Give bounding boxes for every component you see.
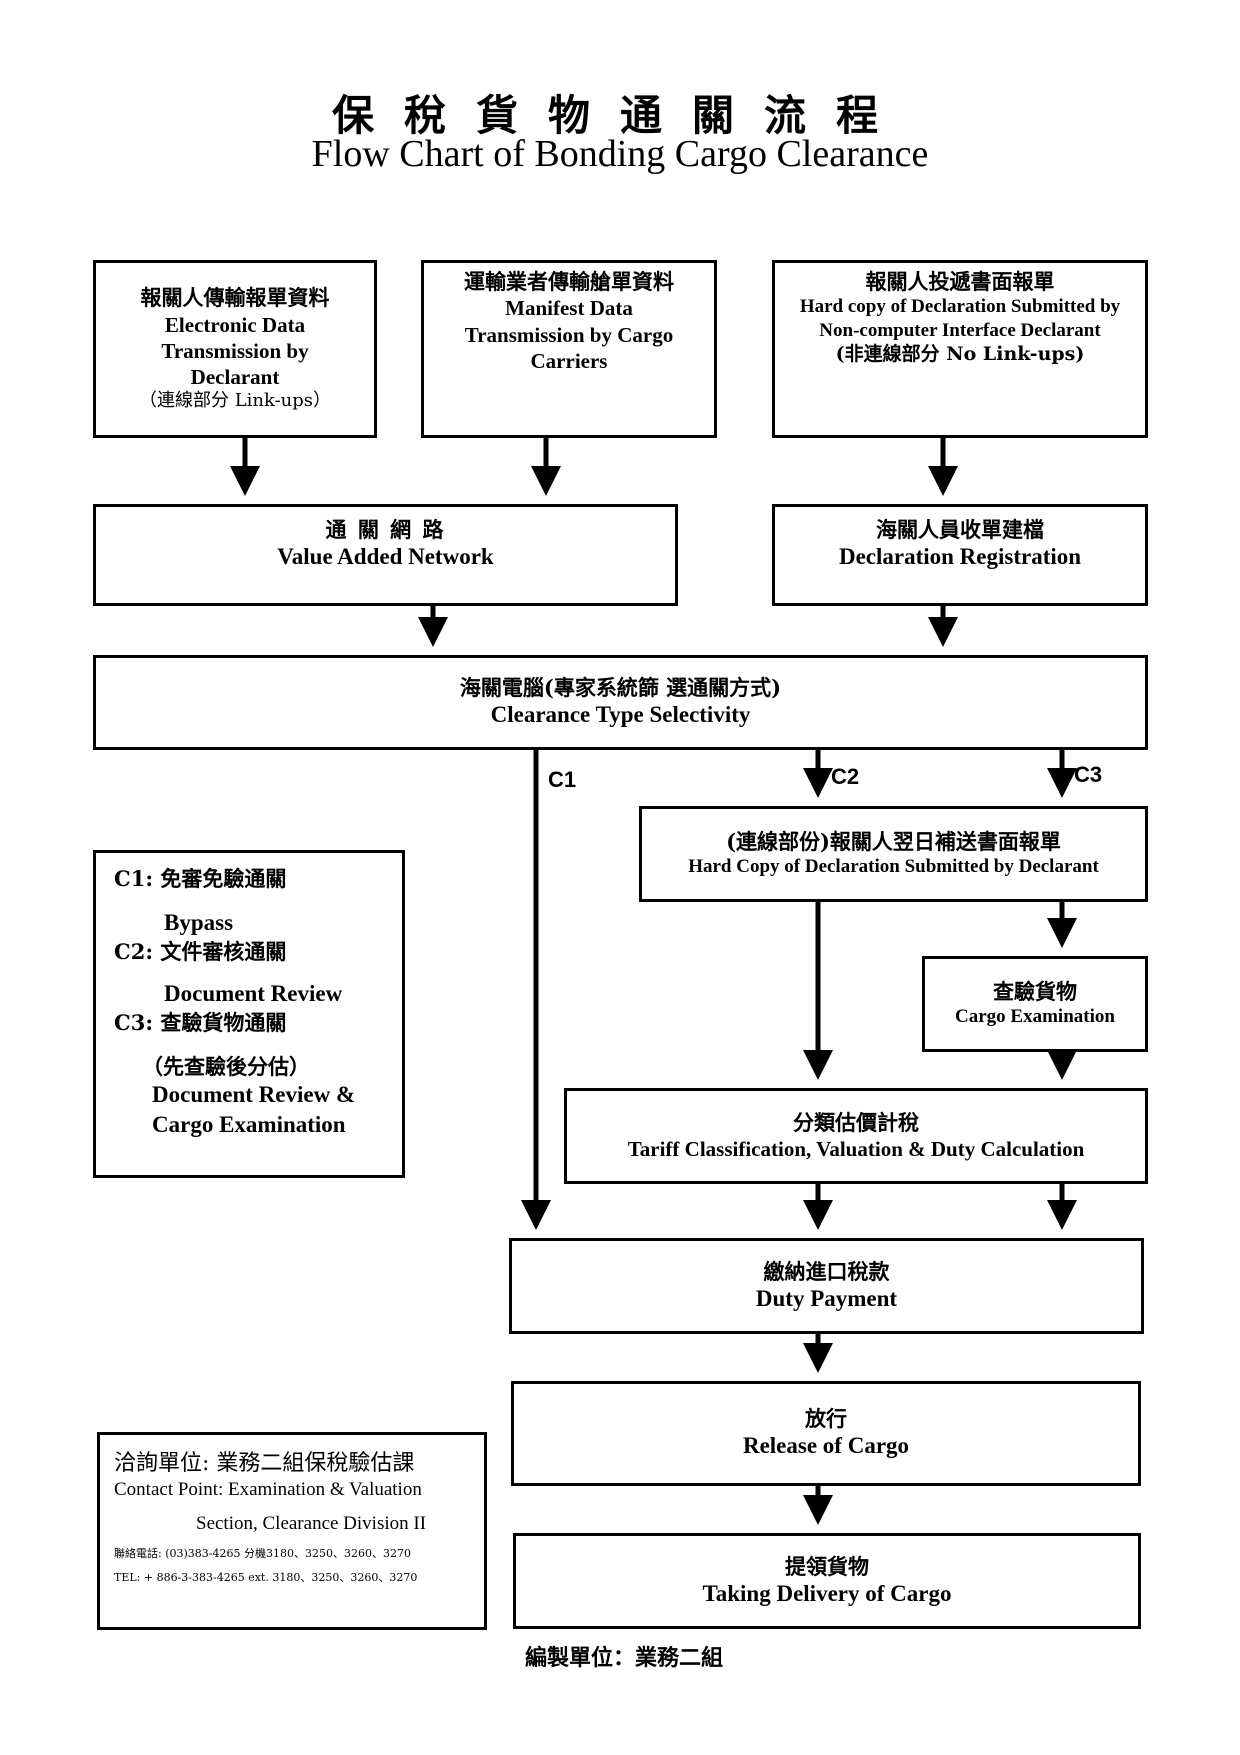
tariff-classification-box: 分類估價計稅 Tariff Classification, Valuation … bbox=[564, 1088, 1148, 1184]
contact-point-en-line1: Contact Point: Examination & Valuation bbox=[114, 1479, 422, 1500]
duty-payment-zh: 繳納進口稅款 bbox=[763, 1258, 890, 1284]
next-day-hardcopy-zh: (連線部份)報關人翌日補送書面報單 bbox=[726, 829, 1061, 854]
cargo-examination-en: Cargo Examination bbox=[955, 1006, 1115, 1028]
path-label-c3: C3 bbox=[1074, 762, 1103, 787]
electronic-transmission-en: Electronic Data Transmission by Declaran… bbox=[161, 312, 309, 390]
contact-phone-en: TEL: + 886-3-383-4265 ext. 3180、3250、326… bbox=[114, 1571, 418, 1584]
legend-c3-en: Document Review & Cargo Examination bbox=[152, 1081, 356, 1137]
legend-c2-en: Document Review bbox=[164, 981, 343, 1007]
duty-payment-en: Duty Payment bbox=[755, 1285, 898, 1311]
taking-delivery-en: Taking Delivery of Cargo bbox=[702, 1580, 952, 1606]
hardcopy-submission-note: (非連線部分 No Link-ups) bbox=[835, 342, 1085, 365]
legend-c2-zh: C2: 文件審核通關 bbox=[114, 939, 287, 965]
duty-payment-box: 繳納進口稅款 Duty Payment bbox=[509, 1238, 1144, 1334]
next-day-hardcopy-en: Hard Copy of Declaration Submitted by De… bbox=[688, 856, 1099, 878]
manifest-transmission-en: Manifest Data Transmission by Cargo Carr… bbox=[464, 296, 674, 373]
title-chinese: 保稅貨物通關流程 bbox=[331, 91, 908, 140]
legend-c1-zh: C1: 免審免驗通關 bbox=[114, 866, 287, 891]
declaration-registration-en: Declaration Registration bbox=[838, 544, 1082, 570]
release-of-cargo-box: 放行 Release of Cargo bbox=[511, 1381, 1141, 1486]
hardcopy-submission-box: 報關人投遞書面報單 Hard copy of Declaration Submi… bbox=[772, 260, 1148, 438]
tariff-classification-en: Tariff Classification, Valuation & Duty … bbox=[627, 1137, 1085, 1161]
clearance-selectivity-en: Clearance Type Selectivity bbox=[490, 702, 751, 728]
contact-point-zh: 洽詢單位: 業務二組保稅驗估課 bbox=[114, 1451, 415, 1476]
clearance-selectivity-box: 海關電腦(專家系統篩 選通關方式) Clearance Type Selecti… bbox=[93, 655, 1148, 750]
taking-delivery-zh: 提領貨物 bbox=[785, 1553, 869, 1579]
manifest-transmission-zh: 運輸業者傳輸艙單資料 bbox=[464, 269, 674, 294]
contact-info-box: 洽詢單位: 業務二組保稅驗估課 Contact Point: Examinati… bbox=[97, 1432, 487, 1630]
release-of-cargo-en: Release of Cargo bbox=[742, 1433, 910, 1459]
legend-c3-note: （先查驗後分估） bbox=[142, 1053, 310, 1079]
path-label-c2: C2 bbox=[831, 764, 860, 789]
electronic-transmission-box: 報關人傳輸報單資料 Electronic Data Transmission b… bbox=[93, 260, 377, 438]
tariff-classification-zh: 分類估價計稅 bbox=[793, 1109, 919, 1135]
clearance-type-legend: C1: 免審免驗通關 Bypass C2: 文件審核通關 Document Re… bbox=[93, 850, 405, 1178]
value-added-network-en: Value Added Network bbox=[277, 544, 494, 570]
cargo-examination-zh: 查驗貨物 bbox=[993, 979, 1077, 1004]
electronic-transmission-zh: 報關人傳輸報單資料 bbox=[140, 285, 330, 311]
legend-c3-zh: C3: 查驗貨物通關 bbox=[114, 1010, 287, 1036]
release-of-cargo-zh: 放行 bbox=[805, 1406, 847, 1431]
legend-c1-en: Bypass bbox=[164, 910, 234, 936]
next-day-hardcopy-box: (連線部份)報關人翌日補送書面報單 Hard Copy of Declarati… bbox=[639, 806, 1148, 902]
value-added-network-zh: 通 關 網 路 bbox=[325, 517, 446, 542]
contact-point-en-line2: Section, Clearance Division II bbox=[196, 1513, 427, 1534]
hardcopy-submission-zh: 報關人投遞書面報單 bbox=[865, 269, 1055, 294]
declaration-registration-box: 海關人員收單建檔 Declaration Registration bbox=[772, 504, 1148, 606]
title-english: Flow Chart of Bonding Cargo Clearance bbox=[311, 133, 929, 175]
cargo-examination-box: 查驗貨物 Cargo Examination bbox=[922, 956, 1148, 1052]
declaration-registration-zh: 海關人員收單建檔 bbox=[876, 517, 1044, 542]
clearance-selectivity-zh: 海關電腦(專家系統篩 選通關方式) bbox=[459, 675, 782, 700]
manifest-transmission-box: 運輸業者傳輸艙單資料 Manifest Data Transmission by… bbox=[421, 260, 717, 438]
compiled-by-footer: 編製單位：業務二組 bbox=[525, 1645, 724, 1671]
value-added-network-box: 通 關 網 路 Value Added Network bbox=[93, 504, 678, 606]
contact-phone-zh: 聯絡電話: (03)383-4265 分機3180、3250、3260、3270 bbox=[114, 1547, 411, 1560]
taking-delivery-box: 提領貨物 Taking Delivery of Cargo bbox=[513, 1533, 1141, 1629]
electronic-transmission-note: （連線部分 Link-ups） bbox=[138, 390, 332, 412]
hardcopy-submission-en: Hard copy of Declaration Submitted by No… bbox=[799, 296, 1121, 341]
path-label-c1: C1 bbox=[548, 767, 577, 792]
